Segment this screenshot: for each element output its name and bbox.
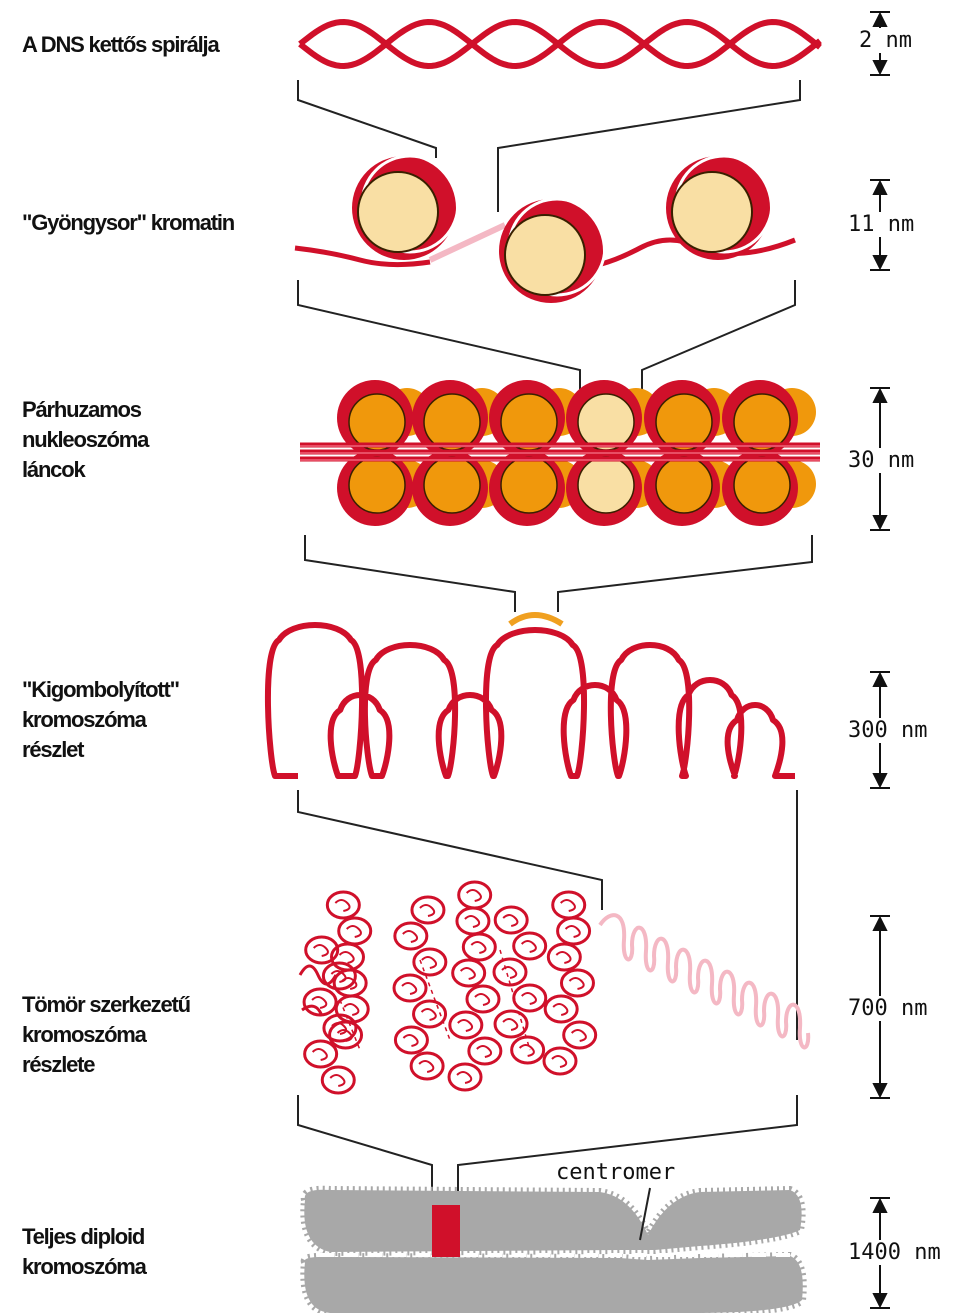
arrow-head-down [874, 516, 886, 528]
metaphase-chromosome [304, 1188, 803, 1313]
coiled-loop [394, 975, 426, 1001]
coiled-loop [395, 1027, 427, 1053]
arrow-head-up [874, 390, 886, 402]
arrow-head-down [874, 774, 886, 786]
arrow-head-up [874, 674, 886, 686]
label-nucleosome-chains: Párhuzamos nukleoszóma láncok [22, 395, 148, 485]
arrow-head-down [874, 1294, 886, 1306]
nucleosome-bottom [501, 457, 557, 513]
coiled-loop [412, 897, 444, 923]
arrow-head-up [874, 1200, 886, 1212]
coiled-loop [514, 933, 546, 959]
arrow-head-down [874, 61, 886, 73]
histone-core [505, 215, 585, 295]
coiled-loop [463, 934, 495, 960]
uncoiled-part [600, 915, 808, 1047]
highlighted-segment [510, 615, 562, 624]
condensed-section [300, 882, 808, 1093]
nucleosome-top [734, 394, 790, 450]
arrow-head-up [874, 14, 886, 26]
label-beads-chromatin: "Gyöngysor" kromatin [22, 208, 234, 238]
coiled-loop [544, 1048, 576, 1074]
scale-2nm: 2 nm [857, 28, 914, 53]
coiled-loop [330, 1022, 362, 1048]
scale-30nm: 30 nm [846, 448, 916, 473]
nucleosome-top [424, 394, 480, 450]
label-dna-helix: A DNS kettős spirálja [22, 30, 219, 60]
chromatid-upper [304, 1190, 801, 1252]
coiled-loop [469, 1038, 501, 1064]
centromere-label: centromer [556, 1160, 675, 1185]
label-extended-section: "Kigombolyított" kromoszóma részlet [22, 675, 179, 765]
histone-core [672, 172, 752, 252]
coiled-loop [411, 1053, 443, 1079]
coiled-loop [545, 996, 577, 1022]
coiled-loop [467, 986, 499, 1012]
label-full-chromosome: Teljes diploid kromoszóma [22, 1222, 146, 1282]
nucleosome-bottom [424, 457, 480, 513]
coiled-loop [558, 918, 590, 944]
coiled-loop [564, 1022, 596, 1048]
nucleosome-bottom [656, 457, 712, 513]
coiled-loop [512, 1037, 544, 1063]
helix-strand-b [300, 22, 820, 66]
nucleosome-bottom [349, 457, 405, 513]
30nm-fiber [300, 380, 820, 526]
nucleosome-top [578, 394, 634, 450]
arrow-head-down [874, 256, 886, 268]
coiled-loop [305, 1041, 337, 1067]
nucleosome-top [656, 394, 712, 450]
coiled-loop [450, 1012, 482, 1038]
coiled-loop [334, 970, 366, 996]
coiled-loop [449, 1064, 481, 1090]
highlighted-region [432, 1205, 460, 1257]
coiled-loop [553, 892, 585, 918]
scale-1400nm: 1400 nm [846, 1240, 943, 1265]
nucleosome-bottom [734, 457, 790, 513]
coiled-loop [495, 907, 527, 933]
scale-arrows [870, 12, 890, 1308]
coiled-loop [395, 923, 427, 949]
coiled-loop [548, 944, 580, 970]
coiled-loop [327, 892, 359, 918]
zoom-connector-3 [305, 535, 812, 612]
scale-700nm: 700 nm [846, 996, 929, 1021]
arrow-head-up [874, 182, 886, 194]
scale-11nm: 11 nm [846, 212, 916, 237]
coiled-loop [459, 882, 491, 908]
coiled-loop [457, 908, 489, 934]
chromatid-lower [304, 1256, 803, 1313]
coiled-loop [514, 985, 546, 1011]
nucleosome-top [501, 394, 557, 450]
coiled-loop [322, 1067, 354, 1093]
histone-core [358, 172, 438, 252]
nucleosome-top [349, 394, 405, 450]
arrow-head-down [874, 1084, 886, 1096]
coiled-loop [561, 970, 593, 996]
dna-double-helix [300, 22, 820, 66]
label-condensed-section: Tömör szerkezetű kromoszóma részlete [22, 990, 190, 1080]
coiled-loop [495, 1011, 527, 1037]
extended-loops [268, 615, 795, 776]
arrow-head-up [874, 918, 886, 930]
coiled-loop [414, 949, 446, 975]
coiled-loop [453, 960, 485, 986]
coiled-loop [339, 918, 371, 944]
scale-300nm: 300 nm [846, 718, 929, 743]
beads-on-string-chromatin [295, 156, 795, 303]
nucleosome-bottom [578, 457, 634, 513]
loop-fiber [268, 625, 795, 776]
